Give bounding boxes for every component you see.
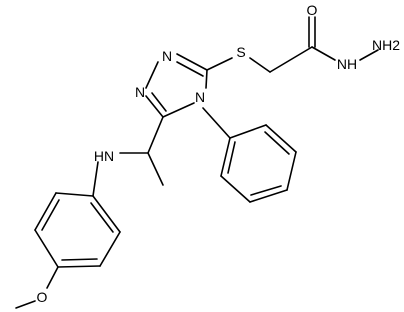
bond-ph-5	[220, 175, 251, 203]
bond-ar-5	[99, 231, 121, 267]
bond-ch2-s	[249, 57, 271, 73]
bond-ar-6	[92, 195, 121, 233]
atom-n1: N	[135, 84, 145, 100]
bond-ph-d2	[250, 185, 282, 196]
bond-c5-n4	[162, 102, 195, 118]
bond-n4-ph	[202, 107, 231, 139]
bond-ar-2	[34, 192, 57, 231]
bond-ph-d3	[227, 141, 236, 174]
bond-ph-4	[249, 189, 288, 203]
bond-s-c3	[206, 57, 233, 71]
bond-ar-d2	[61, 258, 98, 261]
bond-n2-n1	[145, 61, 159, 89]
bond-ar-1	[55, 192, 94, 197]
atom-o-carbonyl: O	[307, 2, 318, 18]
atom-n2: N	[162, 48, 172, 64]
bond-ph-2	[265, 124, 297, 153]
atom-labels: O NH NH2 S N N N HN O	[37, 2, 401, 305]
bond-o-me	[15, 300, 36, 309]
bond-nh-ar	[92, 161, 99, 197]
bond-n1-c5-a	[145, 95, 164, 118]
atom-nh2: NH2	[372, 37, 400, 53]
bond-nh-nh2	[359, 49, 379, 61]
bond-ar-3	[34, 229, 59, 268]
atom-nh-amine: HN	[94, 148, 114, 164]
bond-ar-4	[57, 265, 101, 268]
bond-ch-me	[147, 152, 164, 186]
atom-nh-hydrazide: NH	[337, 56, 357, 72]
bond-n4-c3	[205, 69, 208, 89]
bond-c5-ch	[147, 116, 164, 154]
bond-n1-c5-b	[151, 92, 167, 112]
atom-o-methoxy: O	[37, 289, 48, 305]
bond-c3-n2-a	[176, 53, 208, 71]
bond-c-ch2	[269, 46, 313, 73]
atom-n4: N	[195, 89, 205, 105]
bond-c3-n2-b	[176, 61, 204, 77]
bond-c-nh	[311, 46, 336, 61]
bond-ar-d3	[90, 202, 114, 233]
bond-ph-3	[286, 151, 297, 191]
bond-ph-6	[220, 137, 231, 177]
bonds	[15, 16, 379, 309]
bond-ar-o	[46, 266, 59, 289]
atom-s: S	[236, 44, 245, 60]
bond-ph-1	[229, 124, 267, 139]
bond-ar-d1	[41, 199, 60, 231]
bond-ph-d1	[264, 131, 290, 155]
